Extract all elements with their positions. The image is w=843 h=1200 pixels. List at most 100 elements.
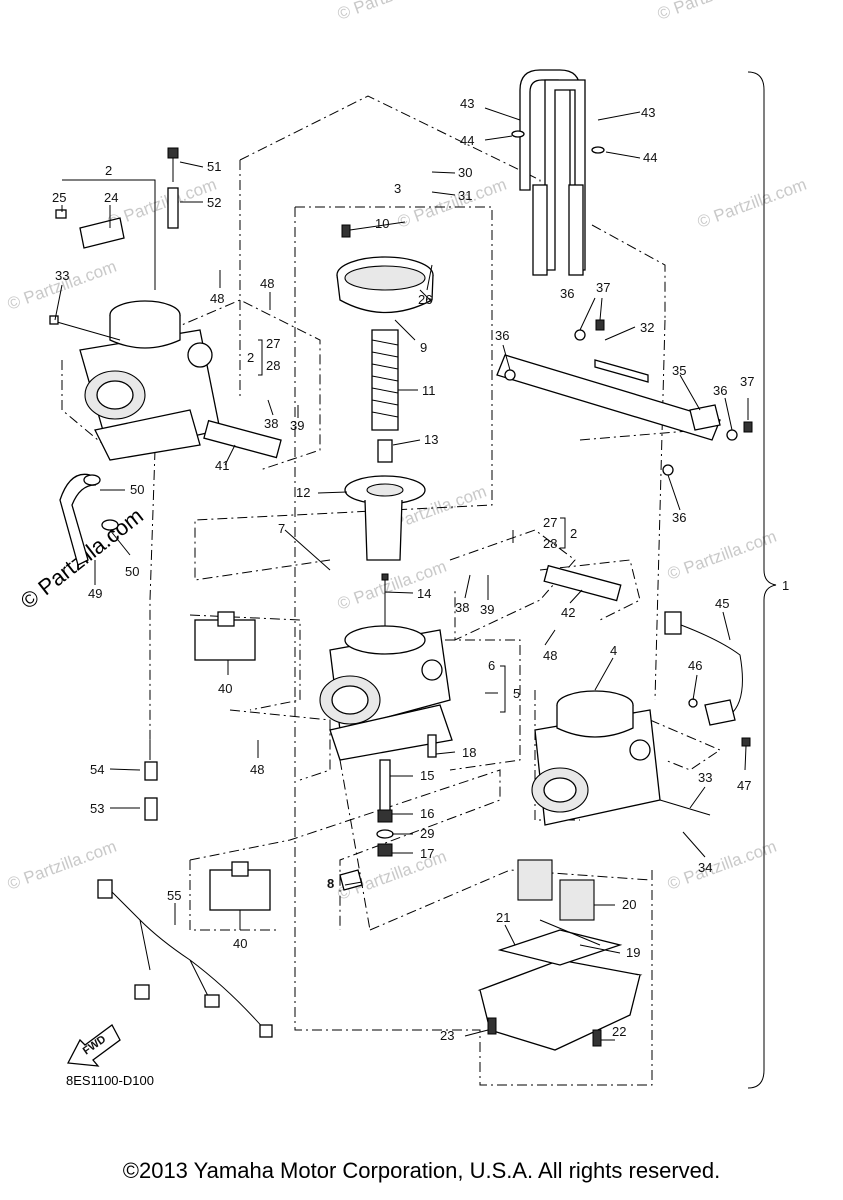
hose-lower-right xyxy=(568,184,584,276)
callout-30: 30 xyxy=(458,165,472,180)
callout-20: 20 xyxy=(622,897,636,912)
callout-48: 48 xyxy=(210,291,224,306)
callout-36: 36 xyxy=(560,286,574,301)
callout-52: 52 xyxy=(207,195,221,210)
callout-36: 36 xyxy=(495,328,509,343)
callout-24: 24 xyxy=(104,190,118,205)
callout-47: 47 xyxy=(737,778,751,793)
callout-36: 36 xyxy=(713,383,727,398)
sensor-harness xyxy=(97,740,273,1038)
callout-12: 12 xyxy=(296,485,310,500)
watermark: © Partzilla.com xyxy=(665,837,779,894)
callout-40: 40 xyxy=(218,681,232,696)
hose-clip-right xyxy=(591,146,605,154)
callout-44: 44 xyxy=(643,150,657,165)
callout-labels: 1 2 2 2 3 4 5 6 7 8 9 10 11 12 13 14 15 … xyxy=(52,96,789,1043)
callout-4: 4 xyxy=(610,643,617,658)
callout-28: 28 xyxy=(543,536,557,551)
callout-48: 48 xyxy=(543,648,557,663)
callout-54: 54 xyxy=(90,762,104,777)
idle-screw-top xyxy=(167,147,179,229)
watermark: © Partzilla.com xyxy=(105,175,219,232)
callout-43: 43 xyxy=(460,96,474,111)
callout-5: 5 xyxy=(513,686,520,701)
watermark: © Partzilla.com xyxy=(655,0,769,24)
callout-23: 23 xyxy=(440,1028,454,1043)
callout-39: 39 xyxy=(480,602,494,617)
callout-22: 22 xyxy=(612,1024,626,1039)
callout-55: 55 xyxy=(167,888,181,903)
callout-27: 27 xyxy=(543,515,557,530)
callout-18: 18 xyxy=(462,745,476,760)
copyright-footer: ©2013 Yamaha Motor Corporation, U.S.A. A… xyxy=(122,1158,721,1183)
callout-28: 28 xyxy=(266,358,280,373)
callout-15: 15 xyxy=(420,768,434,783)
callout-19: 19 xyxy=(626,945,640,960)
callout-43: 43 xyxy=(641,105,655,120)
callout-6: 6 xyxy=(488,658,495,673)
callout-38: 38 xyxy=(264,416,278,431)
callout-37: 37 xyxy=(740,374,754,389)
callout-51: 51 xyxy=(207,159,221,174)
callout-49: 49 xyxy=(88,586,102,601)
callout-50: 50 xyxy=(125,564,139,579)
callout-27: 27 xyxy=(266,336,280,351)
callout-37: 37 xyxy=(596,280,610,295)
callout-38: 38 xyxy=(455,600,469,615)
callout-25: 25 xyxy=(52,190,66,205)
callout-leaders xyxy=(54,107,749,1041)
callout-21: 21 xyxy=(496,910,510,925)
callout-44: 44 xyxy=(460,133,474,148)
hose-clip-left xyxy=(511,130,525,138)
diaphragm-assembly xyxy=(336,224,434,561)
watermark: © Partzilla.com xyxy=(335,557,449,614)
callout-9: 9 xyxy=(420,340,427,355)
callout-17: 17 xyxy=(420,846,434,861)
callout-53: 53 xyxy=(90,801,104,816)
callout-33: 33 xyxy=(55,268,69,283)
callout-40: 40 xyxy=(233,936,247,951)
callout-42: 42 xyxy=(561,605,575,620)
callout-8: 8 xyxy=(327,876,334,891)
callout-34: 34 xyxy=(698,860,712,875)
throttle-linkage xyxy=(496,319,753,476)
callout-26: 26 xyxy=(418,292,432,307)
callout-29: 29 xyxy=(420,826,434,841)
watermark: © Partzilla.com xyxy=(335,0,449,24)
callout-31: 31 xyxy=(458,188,472,203)
callout-1: 1 xyxy=(782,578,789,593)
float-chamber xyxy=(477,859,643,1051)
hose-lower-left xyxy=(532,184,548,276)
vent-hoses xyxy=(511,69,605,276)
watermark: © Partzilla.com xyxy=(395,175,509,232)
callout-41: 41 xyxy=(215,458,229,473)
drain-hose xyxy=(59,473,119,566)
callout-2: 2 xyxy=(105,163,112,178)
callout-32: 32 xyxy=(640,320,654,335)
callout-45: 45 xyxy=(715,596,729,611)
callout-14: 14 xyxy=(417,586,431,601)
callout-11: 11 xyxy=(422,383,436,398)
callout-48: 48 xyxy=(250,762,264,777)
carburetor-center xyxy=(319,625,453,761)
callout-39: 39 xyxy=(290,418,304,433)
callout-35: 35 xyxy=(672,363,686,378)
watermark: © Partzilla.com xyxy=(695,175,809,232)
carburetor-right xyxy=(531,690,711,826)
callout-7: 7 xyxy=(278,521,285,536)
throttle-bracket-left xyxy=(55,209,125,249)
callout-13: 13 xyxy=(424,432,438,447)
assembly-bracket xyxy=(747,71,777,1089)
fwd-arrow: FWD xyxy=(66,1024,121,1067)
callout-3: 3 xyxy=(394,181,401,196)
fuel-fittings xyxy=(194,419,622,911)
callout-48: 48 xyxy=(260,276,274,291)
watermark: © Partzilla.com xyxy=(665,527,779,584)
drawing-code: 8ES1100-D100 xyxy=(66,1073,154,1088)
callout-16: 16 xyxy=(420,806,434,821)
callout-2: 2 xyxy=(570,526,577,541)
callout-46: 46 xyxy=(688,658,702,673)
callout-50: 50 xyxy=(130,482,144,497)
callout-33: 33 xyxy=(698,770,712,785)
